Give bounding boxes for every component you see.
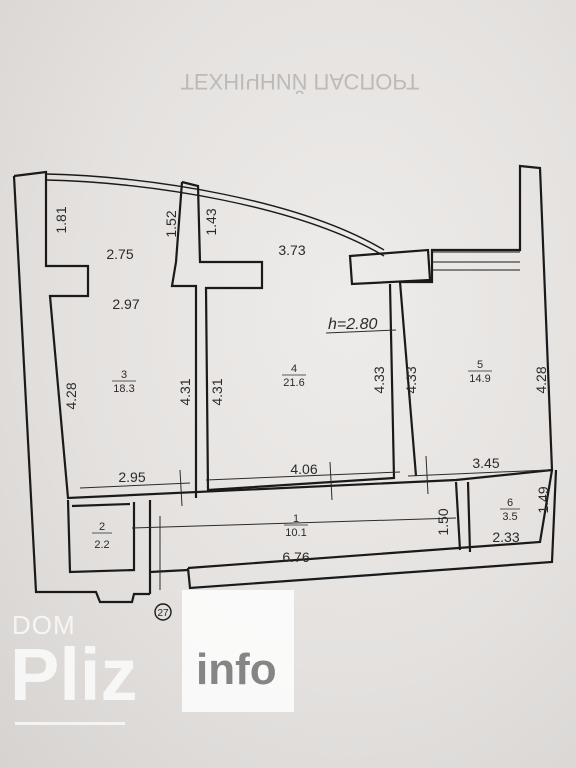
room-number: 5 — [477, 359, 483, 371]
room-number: 6 — [507, 497, 513, 509]
entrance-marker — [154, 603, 172, 621]
dim-3-45: 3.45 — [472, 455, 499, 471]
room-6: 6 3.5 — [500, 497, 520, 523]
watermark-underline — [15, 722, 125, 725]
room-number: 2 — [99, 521, 105, 533]
dim-2-95: 2.95 — [118, 469, 145, 485]
room-area: 14.9 — [469, 373, 490, 385]
entrance-mark: 27 — [157, 608, 169, 619]
header-text: ТЕХНІЧНИЙ ПАСПОРТ — [180, 69, 419, 94]
room-2: 2 2.2 — [92, 521, 112, 551]
room-number: 3 — [121, 369, 127, 381]
dim-4-28-left: 4.28 — [63, 382, 79, 409]
room-1: 1 10.1 — [284, 513, 308, 539]
room-area: 3.5 — [502, 511, 517, 523]
room-number: 1 — [293, 513, 299, 525]
dim-1-43: 1.43 — [203, 208, 219, 235]
room-area: 18.3 — [113, 383, 134, 395]
dim-4-06: 4.06 — [290, 461, 317, 477]
dim-4-31-a: 4.31 — [177, 378, 193, 405]
dim-1-81: 1.81 — [53, 206, 69, 233]
room-area: 2.2 — [94, 539, 109, 551]
room-4: 4 21.6 — [282, 363, 306, 389]
walls — [12, 164, 558, 604]
watermark-dom: DOM — [12, 610, 76, 640]
room-number: 4 — [291, 363, 297, 375]
dim-3-73: 3.73 — [278, 242, 305, 258]
room-area: 21.6 — [283, 377, 304, 389]
dimension-lines — [79, 455, 549, 590]
room-3: 3 18.3 — [112, 369, 136, 395]
dim-1-50: 1.50 — [435, 508, 451, 535]
watermark-info: info — [196, 645, 277, 694]
watermark-pliz: Pliz — [10, 633, 138, 716]
dim-2-97: 2.97 — [112, 296, 139, 312]
watermark-box — [182, 590, 294, 712]
dim-4-33-b: 4.33 — [403, 366, 419, 393]
dim-4-28-right: 4.28 — [533, 366, 549, 393]
dim-1-49: 1.49 — [535, 486, 551, 513]
dim-2-75: 2.75 — [106, 246, 133, 262]
dim-6-76: 6.76 — [282, 549, 309, 565]
dim-1-52: 1.52 — [163, 210, 179, 237]
dim-4-33-a: 4.33 — [371, 366, 387, 393]
watermark: DOM Pliz info — [10, 590, 310, 730]
floor-height: h=2.80 — [328, 316, 377, 333]
room-area: 10.1 — [285, 527, 306, 539]
dim-4-31-b: 4.31 — [209, 378, 225, 405]
dim-2-33: 2.33 — [492, 529, 519, 545]
room-5: 5 14.9 — [468, 359, 492, 385]
